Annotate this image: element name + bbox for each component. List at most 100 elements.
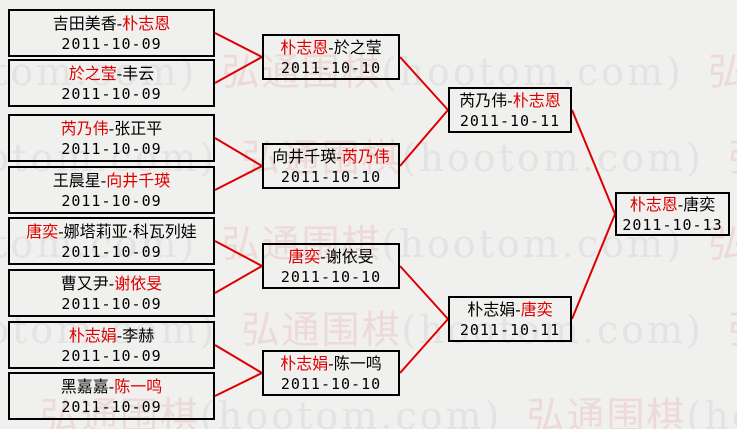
player-name: 黑嘉嘉 — [60, 376, 109, 396]
match-date: 2011-10-10 — [280, 374, 382, 393]
player-name: 王晨星 — [52, 170, 101, 190]
name-separator: - — [320, 246, 326, 266]
match-title: 黑嘉嘉-陈一鸣 — [61, 376, 162, 397]
player-name: 陈一鸣 — [333, 353, 382, 373]
player-name: 李赫 — [122, 325, 155, 345]
match-date: 2011-10-09 — [61, 294, 162, 313]
match-date: 2011-10-11 — [459, 111, 561, 130]
player-name: 芮乃伟 — [459, 90, 508, 110]
match-date: 2011-10-09 — [61, 397, 162, 416]
match-box-round2-4: 朴志娟-陈一鸣 2011-10-10 — [262, 350, 400, 396]
match-date: 2011-10-10 — [280, 267, 382, 286]
match-date: 2011-10-09 — [61, 34, 162, 53]
name-separator: - — [328, 37, 334, 57]
player-name: 於之莹 — [68, 63, 117, 83]
match-title: 朴志娟-李赫 — [69, 325, 154, 346]
name-separator: - — [58, 221, 64, 241]
name-separator: - — [116, 325, 123, 345]
name-separator: - — [108, 273, 115, 293]
connector-line — [399, 109, 449, 167]
connector-line — [214, 56, 263, 84]
match-box-round2-1: 朴志恩-於之莹 2011-10-10 — [262, 34, 400, 80]
player-name: 娜塔莉亚·科瓦列娃 — [63, 221, 197, 241]
match-box-round1-7: 朴志娟-李赫 2011-10-09 — [8, 321, 215, 369]
player-name: 吉田美香 — [52, 13, 117, 33]
match-title: 朴志娟-唐奕 — [467, 299, 552, 320]
name-separator: - — [108, 118, 115, 138]
player-name: 於之莹 — [333, 37, 382, 57]
connector-line — [399, 318, 449, 374]
player-name: 芮乃伟 — [341, 146, 390, 166]
match-box-final: 朴志恩-唐奕 2011-10-13 — [615, 192, 730, 236]
connector-line — [214, 240, 263, 267]
match-title: 吉田美香-朴志恩 — [53, 13, 170, 34]
match-date: 2011-10-09 — [61, 84, 162, 103]
match-box-round1-5: 唐奕-娜塔莉亚·科瓦列娃 2011-10-09 — [8, 217, 215, 265]
name-separator: - — [328, 353, 334, 373]
player-name: 朴志恩 — [280, 37, 329, 57]
match-box-round1-4: 王晨星-向井千瑛 2011-10-09 — [8, 166, 215, 214]
connector-line — [214, 137, 263, 167]
player-name: 唐奕 — [683, 194, 716, 214]
match-date: 2011-10-11 — [459, 320, 561, 339]
player-name: 朴志恩 — [512, 90, 561, 110]
player-name: 陈一鸣 — [114, 376, 163, 396]
player-name: 丰云 — [122, 63, 155, 83]
match-box-semifinal-2: 朴志娟-唐奕 2011-10-11 — [448, 296, 572, 342]
match-box-round1-2: 於之莹-丰云 2011-10-09 — [8, 59, 215, 107]
match-title: 唐奕-谢依旻 — [288, 246, 373, 267]
name-separator: - — [507, 90, 513, 110]
player-name: 向井千瑛 — [272, 146, 337, 166]
match-date: 2011-10-10 — [280, 58, 382, 77]
connector-line — [214, 265, 263, 294]
match-title: 唐奕-娜塔莉亚·科瓦列娃 — [26, 221, 197, 242]
connector-line — [399, 265, 449, 320]
player-name: 向井千瑛 — [106, 170, 171, 190]
name-separator: - — [116, 13, 123, 33]
match-box-semifinal-1: 芮乃伟-朴志恩 2011-10-11 — [448, 87, 572, 133]
player-name: 唐奕 — [288, 246, 321, 266]
player-name: 谢依旻 — [325, 246, 374, 266]
player-name: 朴志娟 — [68, 325, 117, 345]
connector-line — [214, 165, 263, 191]
match-date: 2011-10-10 — [280, 167, 382, 186]
match-title: 芮乃伟-张正平 — [61, 118, 162, 139]
match-title: 於之莹-丰云 — [69, 63, 154, 84]
player-name: 朴志娟 — [467, 299, 516, 319]
match-date: 2011-10-09 — [61, 346, 162, 365]
match-title: 芮乃伟-朴志恩 — [459, 90, 560, 111]
connector-line — [214, 372, 263, 397]
match-date: 2011-10-09 — [61, 139, 162, 158]
connector-line — [399, 56, 449, 111]
match-title: 朴志恩-於之莹 — [280, 37, 381, 58]
name-separator: - — [677, 194, 684, 214]
name-separator: - — [116, 63, 123, 83]
match-title: 朴志恩-唐奕 — [630, 194, 715, 215]
name-separator: - — [100, 170, 107, 190]
name-separator: - — [515, 299, 521, 319]
match-box-round1-3: 芮乃伟-张正平 2011-10-09 — [8, 114, 215, 162]
player-name: 张正平 — [114, 118, 163, 138]
match-box-round1-8: 黑嘉嘉-陈一鸣 2011-10-09 — [8, 372, 215, 420]
connector-line — [214, 344, 263, 374]
match-title: 曹又尹-谢依旻 — [61, 273, 162, 294]
name-separator: - — [336, 146, 342, 166]
player-name: 芮乃伟 — [60, 118, 109, 138]
match-box-round1-1: 吉田美香-朴志恩 2011-10-09 — [8, 9, 215, 57]
match-title: 朴志娟-陈一鸣 — [280, 353, 381, 374]
player-name: 朴志恩 — [122, 13, 171, 33]
match-box-round1-6: 曹又尹-谢依旻 2011-10-09 — [8, 269, 215, 317]
player-name: 朴志恩 — [629, 194, 678, 214]
player-name: 谢依旻 — [114, 273, 163, 293]
match-date: 2011-10-09 — [61, 242, 162, 261]
player-name: 朴志娟 — [280, 353, 329, 373]
connector-line — [571, 213, 616, 320]
player-name: 曹又尹 — [60, 273, 109, 293]
match-box-round2-3: 唐奕-谢依旻 2011-10-10 — [262, 243, 400, 289]
connector-line — [214, 32, 263, 58]
player-name: 唐奕 — [26, 221, 59, 241]
connector-line — [571, 109, 616, 215]
match-box-round2-2: 向井千瑛-芮乃伟 2011-10-10 — [262, 143, 400, 189]
